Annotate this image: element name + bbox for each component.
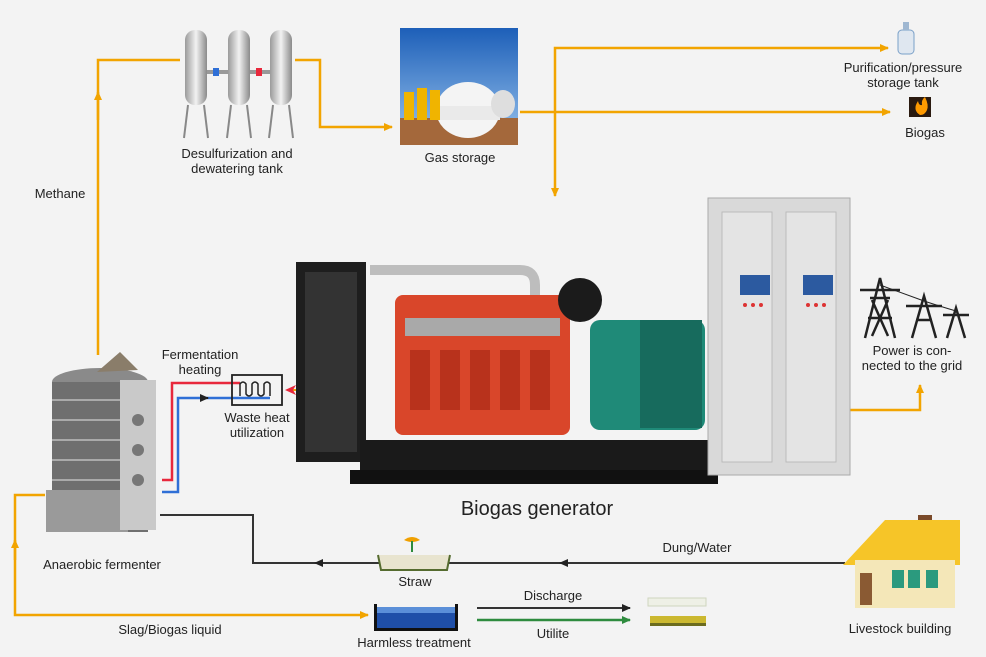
hot-water-pipe [162, 381, 240, 482]
waste-heat-label: Waste heat [224, 410, 290, 425]
slag-label: Slag/Biogas liquid [118, 622, 221, 637]
anaerobic-fermenter-image [46, 352, 156, 532]
fermentation-heating-label: Fermentation [162, 347, 239, 362]
purification-tank-icon [897, 22, 915, 55]
harmless-treatment-label: Harmless treatment [357, 635, 471, 650]
dung-water-label: Dung/Water [663, 540, 733, 555]
fermenter-label: Anaerobic fermenter [43, 557, 161, 572]
flame-icon [909, 97, 931, 117]
desulfurization-label: Desulfurization and [181, 146, 292, 161]
power-grid-label-2: nected to the grid [862, 358, 962, 373]
methane-flow-line [11, 44, 924, 619]
purification-label-2: storage tank [867, 75, 939, 90]
utilite-label: Utilite [537, 626, 570, 641]
straw-label: Straw [398, 574, 432, 589]
biogas-label: Biogas [905, 125, 945, 140]
power-grid-label: Power is con- [873, 343, 952, 358]
harmless-treatment-tank-image [374, 604, 458, 631]
heat-exchanger-icon [231, 374, 283, 406]
dung-water-flow-line [160, 514, 845, 612]
gas-storage-label: Gas storage [425, 150, 496, 165]
cold-water-pipe [162, 396, 270, 494]
desulfurization-label-2: dewatering tank [191, 161, 283, 176]
gas-storage-image [400, 28, 518, 145]
livestock-label: Livestock building [849, 621, 952, 636]
generator-label: Biogas generator [461, 498, 614, 520]
desulfurization-tank-image [183, 30, 294, 139]
utilize-output-image [650, 616, 706, 626]
waste-heat-label-2: utilization [230, 425, 284, 440]
biogas-generator-image [296, 262, 718, 484]
discharge-output-image [647, 597, 707, 607]
fermentation-heating-label-2: heating [179, 362, 222, 377]
control-cabinet-image [707, 197, 851, 476]
purification-label: Purification/pressure [844, 60, 963, 75]
livestock-building-icon [843, 515, 960, 608]
power-tower-icon [860, 277, 969, 339]
methane-label: Methane [35, 186, 86, 201]
discharge-label: Discharge [524, 588, 583, 603]
straw-tank-image [377, 537, 451, 571]
